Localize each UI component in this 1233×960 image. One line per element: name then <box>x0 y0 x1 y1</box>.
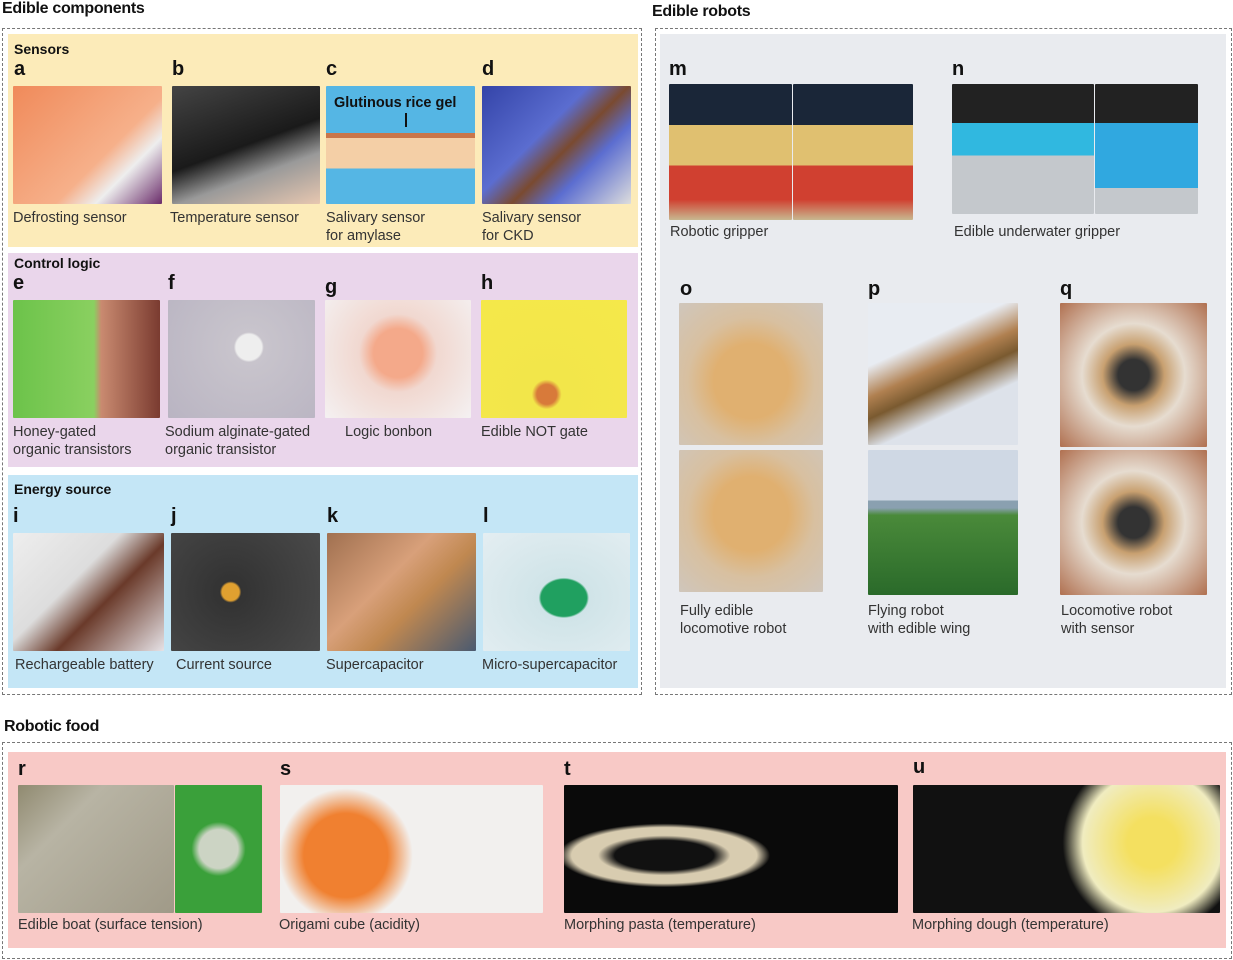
panel-image-g <box>325 300 471 418</box>
panel-caption-s: Origami cube (acidity) <box>279 917 421 933</box>
panel-caption-e: Honey-gated <box>13 424 97 440</box>
panel-image-q-2 <box>1060 450 1207 595</box>
group-label-control-logic: Control logic <box>14 255 101 271</box>
panel-image-n-2 <box>1095 84 1198 214</box>
panel-caption-d: for CKD <box>482 228 534 244</box>
panel-letter-f: f <box>168 272 175 294</box>
section-title-edible-components: Edible components <box>2 0 145 17</box>
panel-caption-p: with edible wing <box>868 621 971 637</box>
annotation-arrow-icon <box>405 113 407 127</box>
robotic-food-box <box>2 742 1232 959</box>
panel-letter-o: o <box>680 278 693 300</box>
panel-caption-q: Locomotive robot <box>1061 603 1173 619</box>
panel-caption-h: Edible NOT gate <box>481 424 588 440</box>
group-label-sensors: Sensors <box>14 41 70 57</box>
panel-caption-u: Morphing dough (temperature) <box>912 917 1109 933</box>
group-label-energy-source: Energy source <box>14 481 112 497</box>
panel-caption-o: Fully edible <box>680 603 754 619</box>
panel-letter-g: g <box>325 276 338 298</box>
panel-image-p-2 <box>868 450 1018 595</box>
panel-image-n-1 <box>952 84 1094 214</box>
panel-caption-c: for amylase <box>326 228 401 244</box>
panel-caption-r: Edible boat (surface tension) <box>18 917 203 933</box>
panel-image-h <box>481 300 627 418</box>
panel-image-c <box>326 86 475 204</box>
panel-letter-n: n <box>952 58 965 80</box>
panel-image-p-1 <box>868 303 1018 445</box>
panel-caption-f: organic transistor <box>165 442 277 458</box>
panel-letter-e: e <box>13 272 25 294</box>
section-title-edible-robots: Edible robots <box>652 3 751 20</box>
edible-robots-box <box>655 28 1232 695</box>
panel-letter-q: q <box>1060 278 1073 300</box>
panel-image-m-1 <box>669 84 792 220</box>
panel-image-j <box>171 533 320 651</box>
panel-caption-b: Temperature sensor <box>170 210 299 226</box>
panel-caption-j: Current source <box>176 657 272 673</box>
panel-image-o-1 <box>679 303 823 445</box>
panel-image-e <box>13 300 160 418</box>
panel-image-b <box>172 86 320 204</box>
panel-caption-k: Supercapacitor <box>326 657 424 673</box>
panel-letter-l: l <box>483 505 489 527</box>
panel-caption-c: Salivary sensor <box>326 210 426 226</box>
panel-caption-d: Salivary sensor <box>482 210 582 226</box>
panel-image-t <box>564 785 898 913</box>
panel-letter-r: r <box>18 758 26 780</box>
panel-letter-j: j <box>171 505 177 527</box>
panel-image-l <box>483 533 630 651</box>
panel-image-o-2 <box>679 450 823 592</box>
panel-letter-d: d <box>482 58 495 80</box>
panel-caption-o: locomotive robot <box>680 621 787 637</box>
panel-letter-m: m <box>669 58 687 80</box>
edible-components-box <box>2 28 642 695</box>
annotation-glutinous-rice-gel: Glutinous rice gel <box>334 95 457 111</box>
panel-caption-l: Micro-supercapacitor <box>482 657 618 673</box>
panel-image-s <box>280 785 543 913</box>
panel-image-d <box>482 86 631 204</box>
panel-caption-i: Rechargeable battery <box>15 657 154 673</box>
panel-image-f <box>168 300 315 418</box>
panel-caption-m: Robotic gripper <box>670 224 769 240</box>
panel-caption-q: with sensor <box>1061 621 1135 637</box>
panel-letter-s: s <box>280 758 292 780</box>
panel-letter-p: p <box>868 278 881 300</box>
section-title-robotic-food: Robotic food <box>4 718 100 735</box>
panel-image-r-2 <box>175 785 262 913</box>
panel-letter-h: h <box>481 272 494 294</box>
panel-image-i <box>13 533 164 651</box>
panel-letter-i: i <box>13 505 19 527</box>
panel-caption-g: Logic bonbon <box>345 424 433 440</box>
panel-caption-p: Flying robot <box>868 603 944 619</box>
panel-image-q-1 <box>1060 303 1207 447</box>
panel-caption-n: Edible underwater gripper <box>954 224 1121 240</box>
panel-letter-a: a <box>14 58 26 80</box>
panel-letter-t: t <box>564 758 571 780</box>
panel-letter-b: b <box>172 58 185 80</box>
panel-caption-e: organic transistors <box>13 442 132 458</box>
panel-letter-u: u <box>913 756 926 778</box>
panel-letter-k: k <box>327 505 339 527</box>
panel-image-u <box>913 785 1220 913</box>
panel-image-a <box>13 86 162 204</box>
panel-letter-c: c <box>326 58 338 80</box>
panel-caption-a: Defrosting sensor <box>13 210 127 226</box>
panel-image-m-2 <box>793 84 913 220</box>
panel-caption-f: Sodium alginate-gated <box>165 424 311 440</box>
panel-caption-t: Morphing pasta (temperature) <box>564 917 756 933</box>
panel-image-r-1 <box>18 785 174 913</box>
panel-image-k <box>327 533 476 651</box>
